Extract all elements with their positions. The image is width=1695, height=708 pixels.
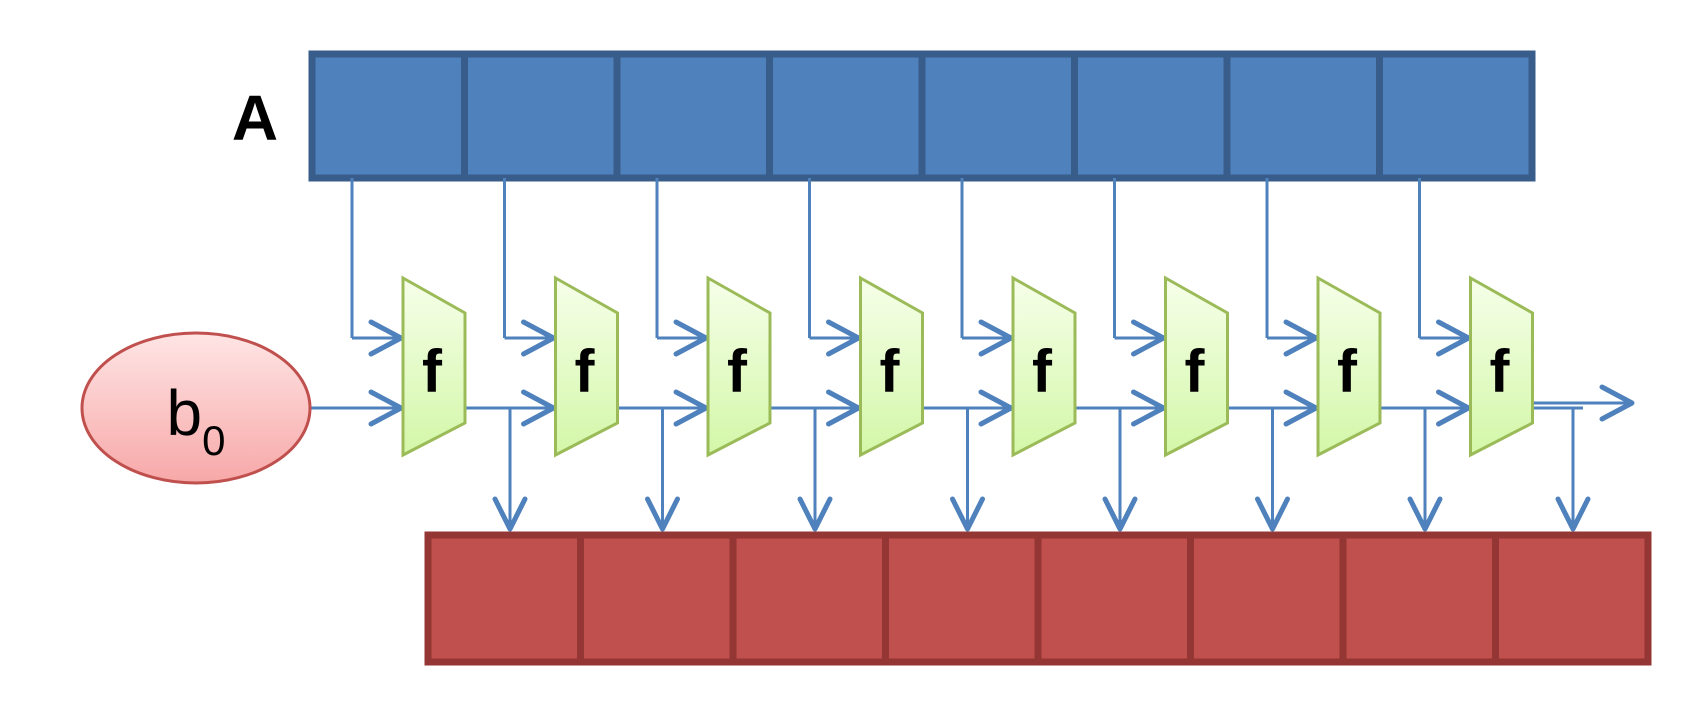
arrow-head xyxy=(521,389,556,427)
arrow-head xyxy=(978,319,1014,357)
arrow-head xyxy=(826,389,861,427)
b0-ellipse xyxy=(80,331,312,485)
arrow-head xyxy=(1436,389,1471,427)
arrow-head xyxy=(521,319,556,357)
arrow-head xyxy=(645,496,680,532)
arrow-head xyxy=(368,389,404,427)
f-unit-label: f xyxy=(422,338,443,405)
arrow-head xyxy=(1131,389,1166,427)
f-unit-label: f xyxy=(1490,338,1511,405)
a-cell xyxy=(308,50,468,182)
arrow-head xyxy=(492,496,528,532)
arrow-head xyxy=(368,319,404,357)
output-cell xyxy=(882,531,1042,666)
a-cell xyxy=(1376,50,1536,182)
f-unit xyxy=(706,275,772,458)
f-unit xyxy=(1011,275,1077,458)
initial-value-b0: b0 xyxy=(80,331,312,485)
arrow-head xyxy=(673,319,709,357)
arrow-head xyxy=(1407,496,1443,532)
output-cell xyxy=(424,531,584,666)
arrow-head xyxy=(1555,496,1591,532)
a-cell xyxy=(461,50,621,182)
f-unit-label: f xyxy=(1032,338,1053,405)
array-a-label: A xyxy=(232,82,278,154)
arrow-head xyxy=(1255,496,1290,532)
a-cell xyxy=(918,50,1078,182)
data-flow-arrows xyxy=(310,178,1635,532)
a-cell xyxy=(766,50,926,182)
input-array-a xyxy=(308,50,1536,182)
output-cell xyxy=(729,531,889,666)
output-cell xyxy=(577,531,737,666)
output-cell xyxy=(1034,531,1194,666)
f-unit xyxy=(1164,275,1229,458)
arrow-head xyxy=(950,496,985,532)
output-cell xyxy=(1187,531,1347,666)
f-unit xyxy=(1316,275,1382,458)
arrow-head xyxy=(1102,496,1138,532)
arrow-head xyxy=(1283,389,1319,427)
output-cell xyxy=(1339,531,1499,666)
arrow-head xyxy=(1599,384,1635,422)
arrow-head xyxy=(1131,319,1166,357)
a-cell xyxy=(613,50,773,182)
output-cell xyxy=(1492,531,1652,666)
f-unit-label: f xyxy=(575,338,596,405)
f-unit-label: f xyxy=(1185,338,1206,405)
arrow-head xyxy=(826,319,861,357)
f-unit-label: f xyxy=(880,338,901,405)
f-unit xyxy=(1469,275,1534,458)
f-unit-label: f xyxy=(1337,338,1358,405)
f-unit xyxy=(401,275,467,458)
arrow-head xyxy=(673,389,709,427)
f-unit xyxy=(859,275,924,458)
arrow-head xyxy=(1283,319,1319,357)
f-unit-label: f xyxy=(727,338,748,405)
a-cell xyxy=(1223,50,1383,182)
output-array xyxy=(424,531,1652,666)
b0-label: b0 xyxy=(167,377,226,464)
arrow-head xyxy=(1436,319,1471,357)
arrow-head xyxy=(797,496,833,532)
f-unit xyxy=(554,275,619,458)
arrow-head xyxy=(978,389,1014,427)
a-cell xyxy=(1071,50,1231,182)
